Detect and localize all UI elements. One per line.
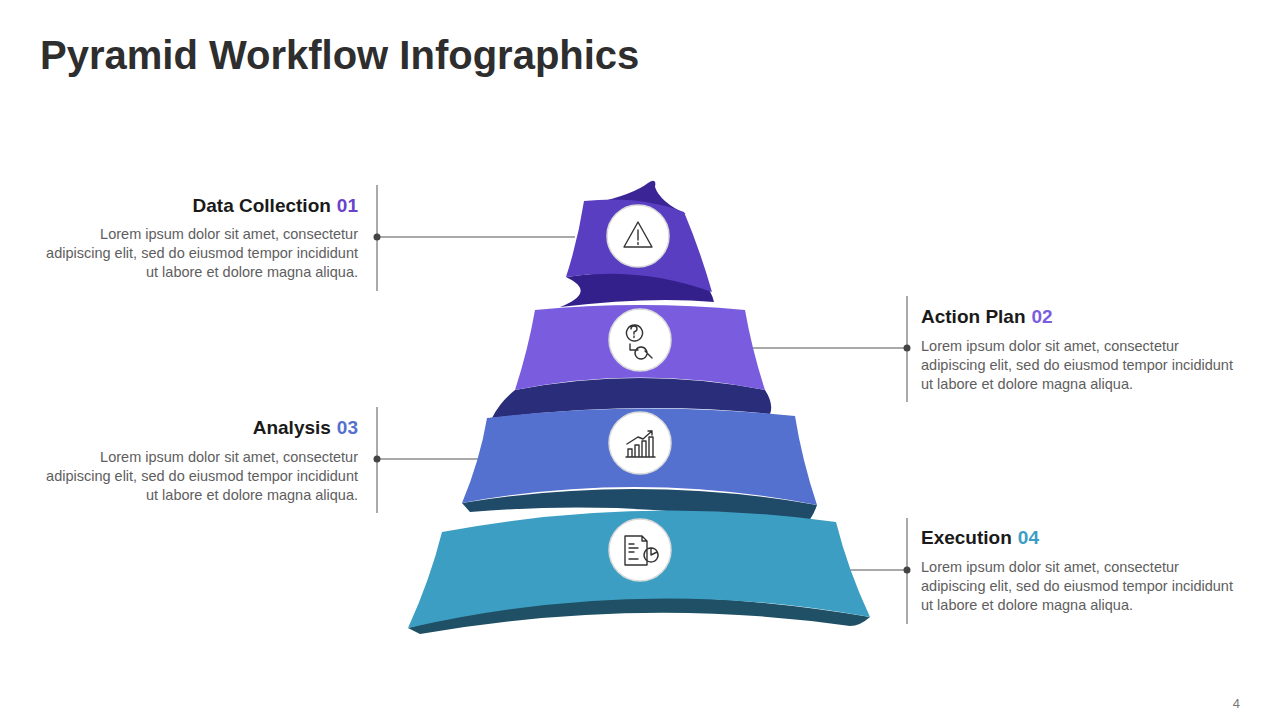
leader-line [845,570,907,571]
band-shape [400,494,880,636]
icon-circle [609,519,671,581]
callout-body: Lorem ipsum dolor sit amet, consectetur … [921,337,1241,394]
callout-heading: Action Plan 02 [921,305,1241,329]
leader-dot [904,345,911,352]
pyramid-band: Data Collection01Lorem ipsum dolor sit a… [552,172,722,308]
leader-line [742,348,907,349]
leader-line [377,237,575,238]
step-title: Execution [921,527,1012,548]
band-icon [626,431,655,457]
callout-heading: Analysis 03 [38,416,358,440]
band-surface [515,305,765,390]
leader-line [377,459,480,460]
callout-heading: Execution 04 [921,526,1241,550]
step-number: 01 [337,195,358,216]
pyramid-band: Execution04Lorem ipsum dolor sit amet, c… [400,494,880,636]
band-shape [552,172,722,308]
pyramid-band: Analysis03Lorem ipsum dolor sit amet, co… [455,398,825,530]
band-shape [455,398,825,530]
band-icon [627,325,653,359]
step-number: 04 [1018,527,1039,548]
icon-circle [607,205,669,267]
leader-dot [374,234,381,241]
callout-body: Lorem ipsum dolor sit amet, consectetur … [921,558,1241,615]
slide-title: Pyramid Workflow Infographics [40,30,639,80]
leader-dot [374,456,381,463]
icon-circle [609,412,671,474]
band-icon [624,222,652,247]
band-surface [566,199,712,292]
icon-circle [609,309,671,371]
leader-dot [904,567,911,574]
callout-heading: Data Collection 01 [38,194,358,218]
band-surface [462,408,817,505]
step-number: 03 [337,417,358,438]
band-shape [490,298,780,422]
step-number: 02 [1032,306,1053,327]
step-title: Action Plan [921,306,1026,327]
step-title: Analysis [253,417,331,438]
band-icon [625,536,658,565]
page-number: 4 [1220,696,1240,711]
callout-body: Lorem ipsum dolor sit amet, consectetur … [38,448,358,505]
band-surface [408,511,870,628]
callout-body: Lorem ipsum dolor sit amet, consectetur … [38,225,358,282]
pyramid-band: Action Plan02Lorem ipsum dolor sit amet,… [490,298,780,422]
step-title: Data Collection [193,195,331,216]
